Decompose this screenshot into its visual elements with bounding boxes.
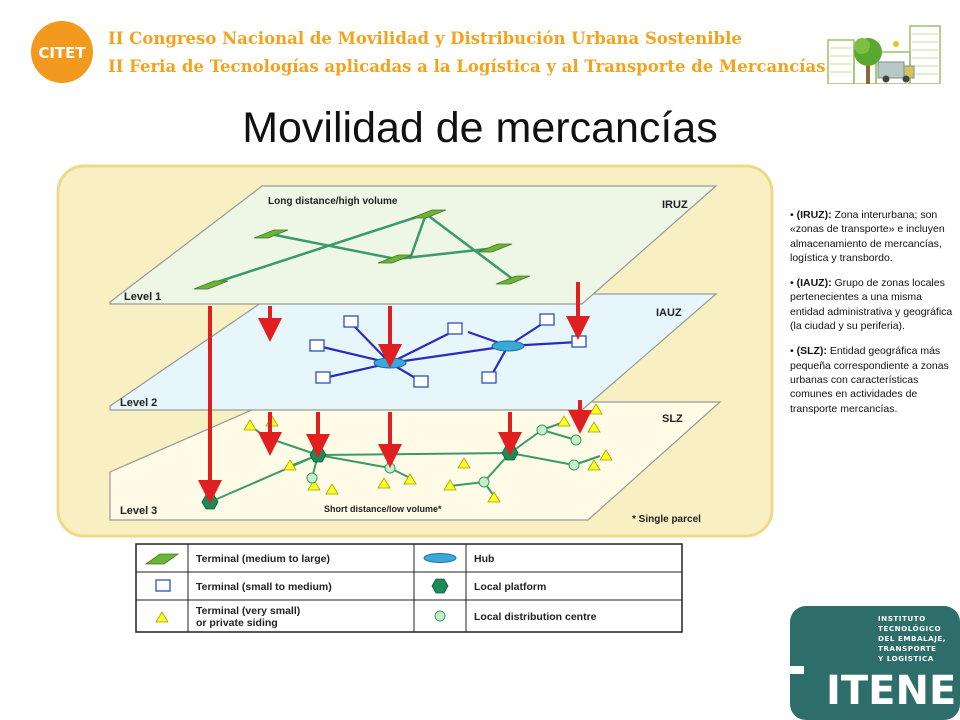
citet-logo: CITET	[31, 21, 93, 83]
level1-links	[207, 212, 515, 287]
level1-zone-label: IRUZ	[662, 199, 688, 211]
legend-terminal-small-label: Terminal (small to medium)	[196, 581, 332, 593]
legend-distribution-centre-symbol	[434, 610, 446, 622]
level1-caption: Long distance/high volume	[268, 196, 398, 207]
side-note-slz-text: Entidad geográfica más pequeña correspon…	[790, 345, 949, 415]
level1-label: Level 1	[124, 291, 161, 303]
itene-sub-5: Y LOGÍSTICA	[877, 654, 934, 663]
diagram-canvas: Long distance/high volume IRUZ Level 1	[56, 164, 774, 633]
level3-label: Level 3	[120, 505, 157, 517]
side-notes: • (IRUZ): Zona interurbana; son «zonas d…	[790, 208, 958, 427]
legend-small-terminal-label-2: or private siding	[196, 617, 278, 629]
side-note-iauz: • (IAUZ): Grupo de zonas locales pertene…	[790, 277, 953, 333]
level2-zone-label: IAUZ	[656, 307, 682, 319]
level1-plane	[109, 185, 718, 305]
level3-caption: Short distance/low volume*	[324, 504, 442, 514]
side-note-iruz-text: Zona interurbana; son «zonas de transpor…	[790, 209, 945, 264]
side-note-iruz: • (IRUZ): Zona interurbana; son «zonas d…	[790, 209, 945, 264]
itene-sub-2: TECNOLÓGICO	[878, 624, 941, 633]
legend-hub-label: Hub	[474, 553, 494, 565]
hub-1	[373, 357, 407, 369]
legend-distribution-centre-label: Local distribution centre	[474, 611, 597, 623]
itene-sub-3: DEL EMBALAJE,	[878, 634, 946, 643]
level1-terminals	[193, 209, 531, 290]
local-platform-3	[501, 445, 519, 461]
itene-logo: INSTITUTO TECNOLÓGICO DEL EMBALAJE, TRAN…	[790, 606, 960, 720]
side-note-slz: • (SLZ): Entidad geográfica más pequeña …	[790, 345, 949, 415]
header-congress-title: II Congreso Nacional de Movilidad y Dist…	[108, 29, 742, 48]
hub-2	[491, 340, 525, 352]
red-arrows	[198, 282, 592, 504]
itene-sub-1: INSTITUTO	[878, 614, 926, 623]
city-truck-icon	[827, 25, 941, 84]
citet-logo-text: CITET	[38, 44, 86, 62]
level3-zone-label: SLZ	[662, 413, 683, 425]
header-fair-title: II Feria de Tecnologías aplicadas a la L…	[108, 57, 826, 76]
side-note-iauz-term: (IAUZ):	[796, 277, 832, 290]
legend-terminal-small-symbol	[155, 579, 171, 592]
local-platform-2	[309, 447, 327, 463]
side-note-slz-term: (SLZ):	[796, 345, 827, 358]
page-title: Movilidad de mercancías	[242, 104, 718, 152]
local-platform-1	[201, 494, 219, 510]
single-parcel-footnote: * Single parcel	[632, 514, 701, 525]
freight-mobility-diagram: Long distance/high volume IRUZ Level 1	[48, 160, 784, 640]
legend-terminal-large-label: Terminal (medium to large)	[196, 553, 330, 565]
legend-hub-symbol	[423, 553, 457, 563]
level2-label: Level 2	[120, 397, 157, 409]
itene-sub-4: TRANSPORTE	[878, 644, 937, 653]
legend-terminal-large-symbol	[144, 553, 180, 565]
level3-small-terminals	[243, 403, 613, 503]
diagram-legend: Terminal (medium to large) Hub Terminal …	[135, 543, 683, 633]
legend-local-platform-label: Local platform	[474, 581, 546, 593]
level2-terminals	[309, 313, 587, 388]
side-note-iruz-term: (IRUZ):	[796, 209, 832, 221]
level3-plane	[109, 401, 722, 521]
legend-small-terminal-symbol	[155, 611, 169, 623]
itene-name: ITENE	[826, 668, 956, 714]
legend-local-platform-symbol	[431, 578, 449, 594]
legend-small-terminal-label-1: Terminal (very small)	[196, 605, 300, 617]
side-note-iauz-text: Grupo de zonas locales pertenecientes a …	[790, 277, 953, 333]
